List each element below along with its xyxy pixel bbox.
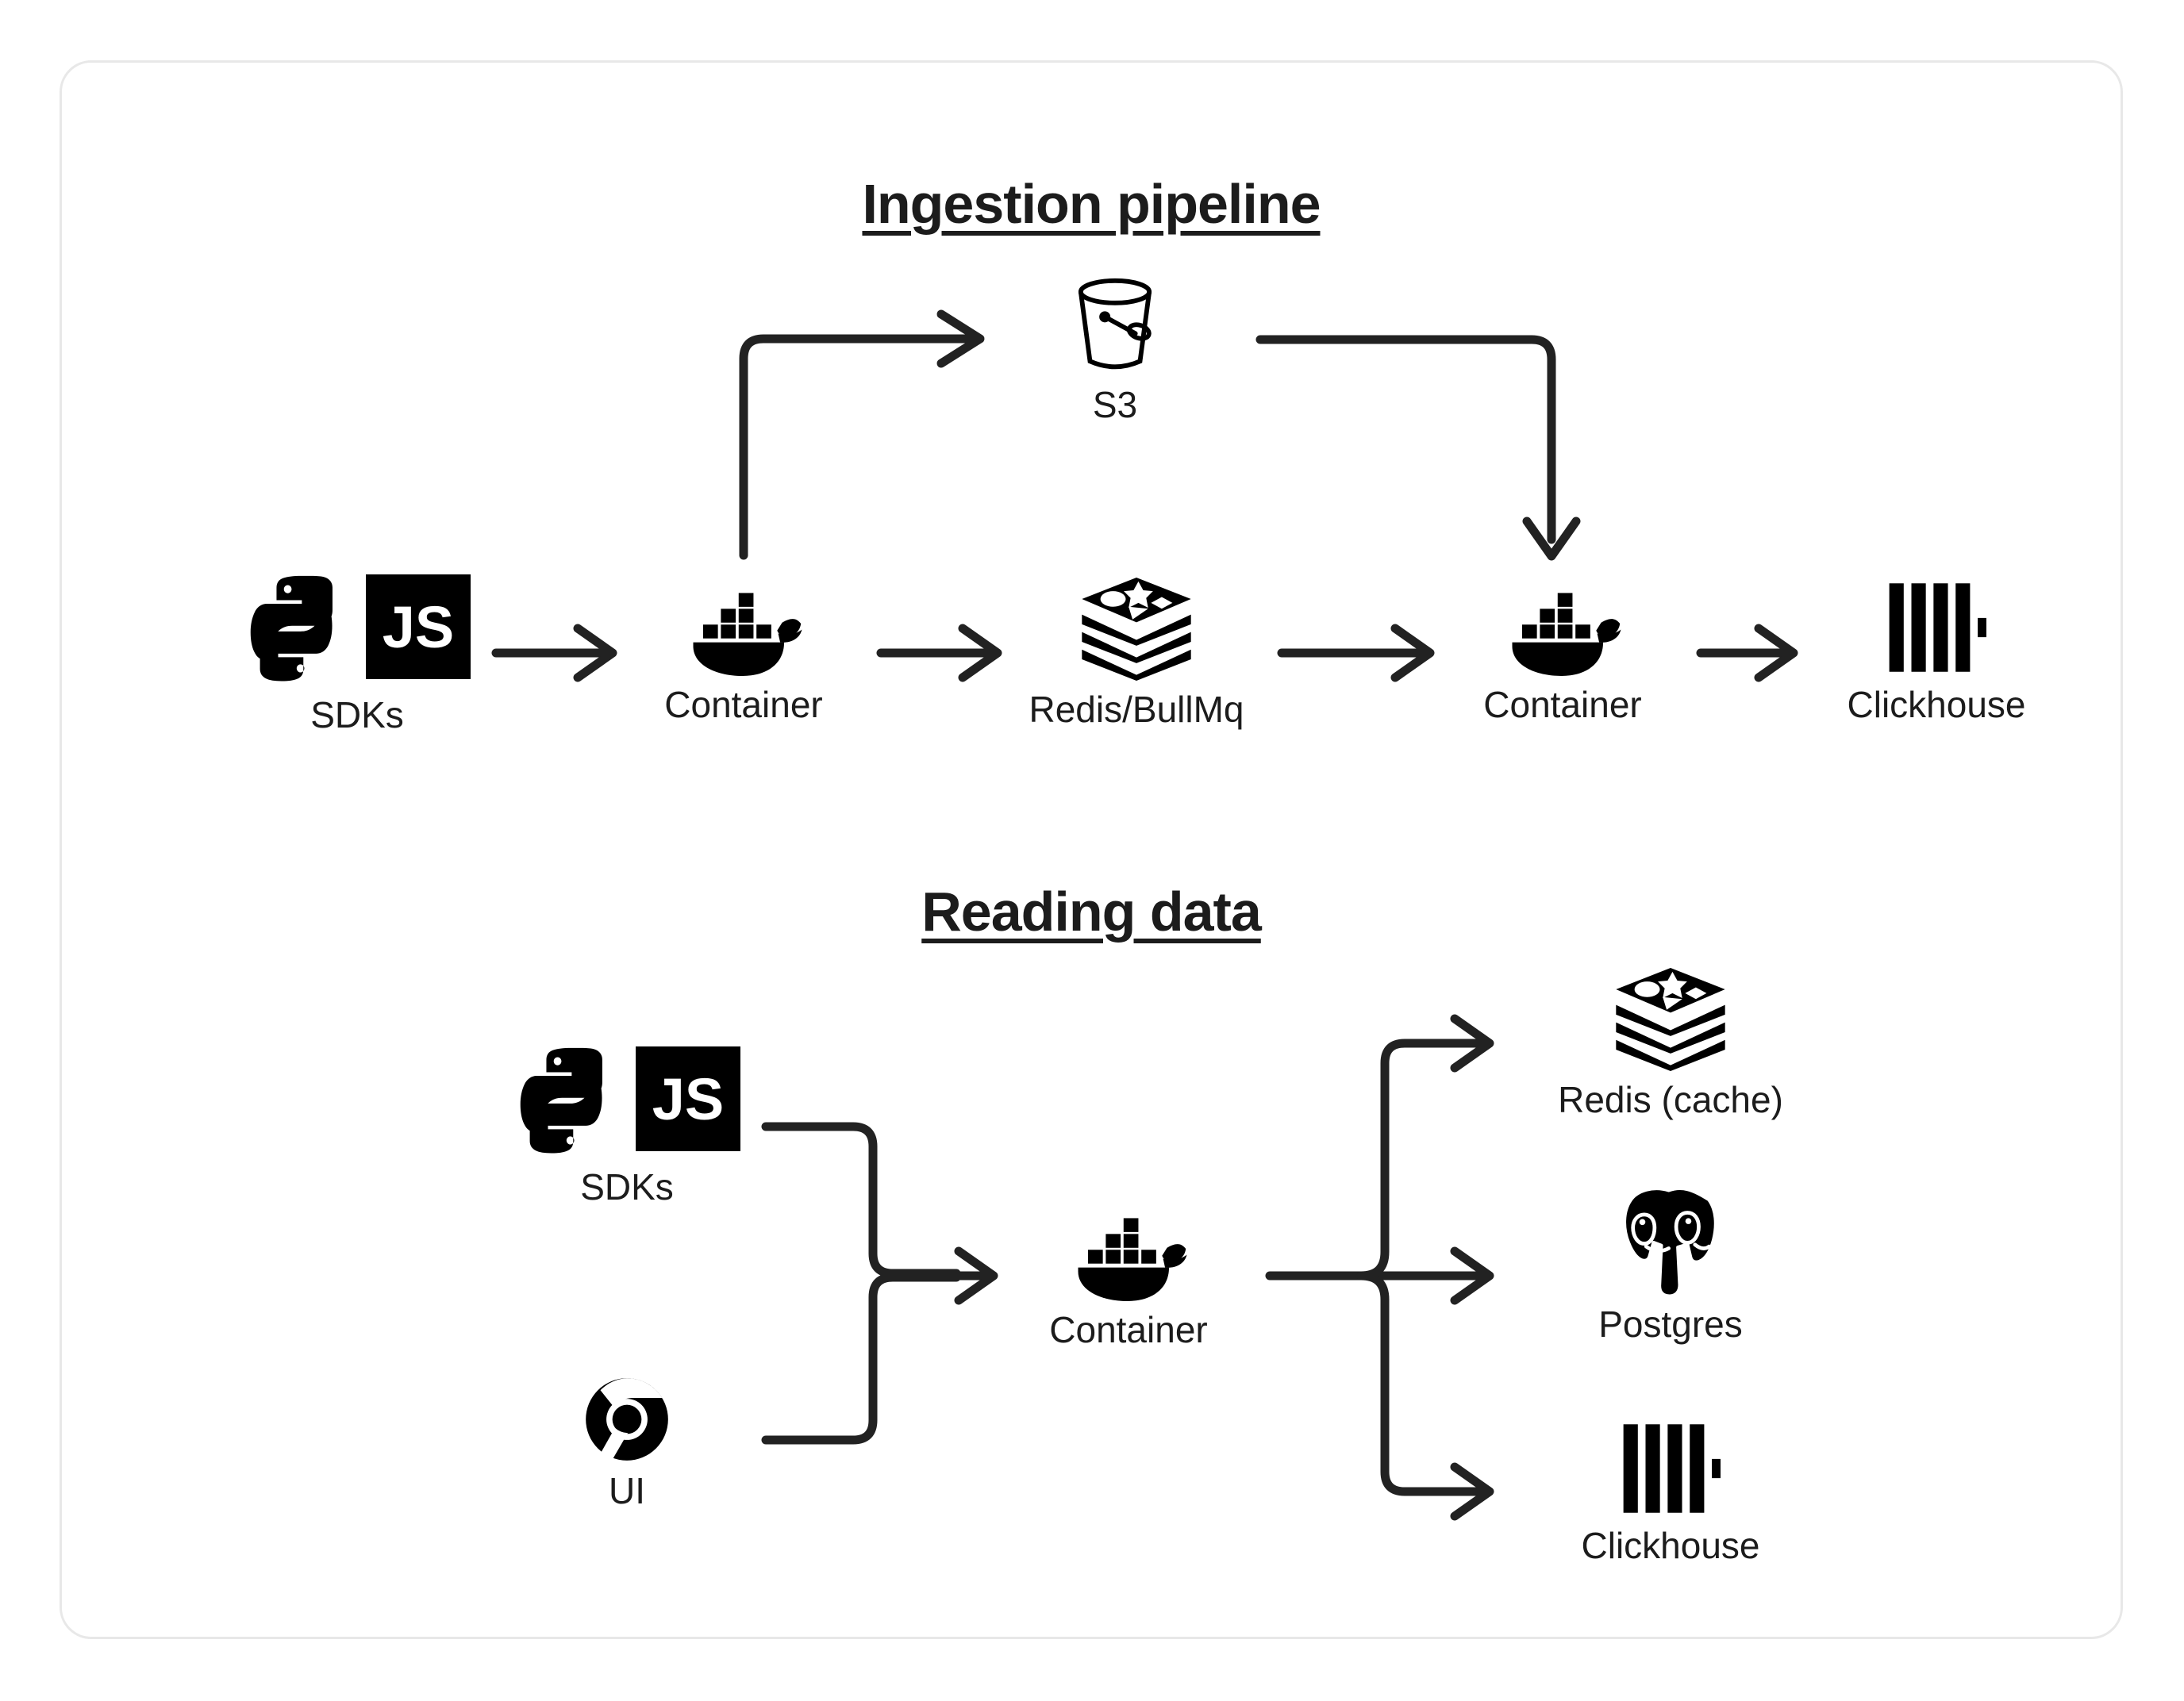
node-sdks-ingestion[interactable]: JS SDKs <box>238 567 476 734</box>
node-postgres[interactable]: Postgres <box>1544 1186 1798 1343</box>
section-title-ingestion: Ingestion pipeline <box>862 173 1321 235</box>
node-label: Container <box>1483 684 1642 725</box>
node-label: SDKs <box>580 1166 674 1208</box>
node-label: Clickhouse <box>1847 684 2026 725</box>
python-js-sdk-icon: JS <box>244 567 471 686</box>
python-icon <box>520 1047 602 1154</box>
chrome-browser-icon <box>584 1377 670 1462</box>
node-container-ingestion-1[interactable]: Container <box>625 579 863 724</box>
js-label: JS <box>382 593 455 660</box>
node-label: UI <box>609 1470 645 1511</box>
docker-whale-icon <box>1498 579 1627 676</box>
javascript-icon: JS <box>636 1046 740 1151</box>
node-label: SDKs <box>310 694 404 735</box>
python-icon <box>250 575 333 682</box>
diagram-card: Ingestion pipeline Reading data <box>60 60 2123 1639</box>
node-clickhouse-ingestion[interactable]: Clickhouse <box>1817 579 2055 724</box>
node-label: Container <box>1049 1309 1208 1350</box>
node-redis-bullmq[interactable]: Redis/BullMq <box>1017 578 1255 728</box>
node-s3[interactable]: S3 <box>1024 276 1206 424</box>
node-sdks-reading[interactable]: JS SDKs <box>508 1039 746 1206</box>
node-label: Clickhouse <box>1581 1525 1760 1566</box>
node-container-reading[interactable]: Container <box>1009 1204 1248 1349</box>
redis-stack-icon <box>1078 578 1195 681</box>
s3-bucket-icon <box>1068 276 1162 376</box>
clickhouse-bars-icon <box>1886 579 1986 676</box>
section-title-reading: Reading data <box>921 881 1262 943</box>
js-label: JS <box>652 1066 725 1132</box>
node-clickhouse-reading[interactable]: Clickhouse <box>1540 1420 1801 1565</box>
node-label: S3 <box>1092 384 1138 425</box>
docker-whale-icon <box>679 579 808 676</box>
node-ui[interactable]: UI <box>548 1377 706 1510</box>
docker-whale-icon <box>1064 1204 1193 1301</box>
postgres-elephant-icon <box>1614 1186 1727 1296</box>
javascript-icon: JS <box>366 574 471 679</box>
node-container-ingestion-2[interactable]: Container <box>1444 579 1682 724</box>
redis-stack-icon <box>1612 968 1729 1071</box>
node-label: Container <box>664 684 823 725</box>
node-label: Redis/BullMq <box>1029 689 1244 730</box>
node-label: Redis (cache) <box>1558 1079 1783 1120</box>
clickhouse-bars-icon <box>1621 1420 1721 1517</box>
node-label: Postgres <box>1598 1304 1743 1345</box>
python-js-sdk-icon: JS <box>513 1039 740 1158</box>
node-redis-cache[interactable]: Redis (cache) <box>1540 968 1801 1119</box>
